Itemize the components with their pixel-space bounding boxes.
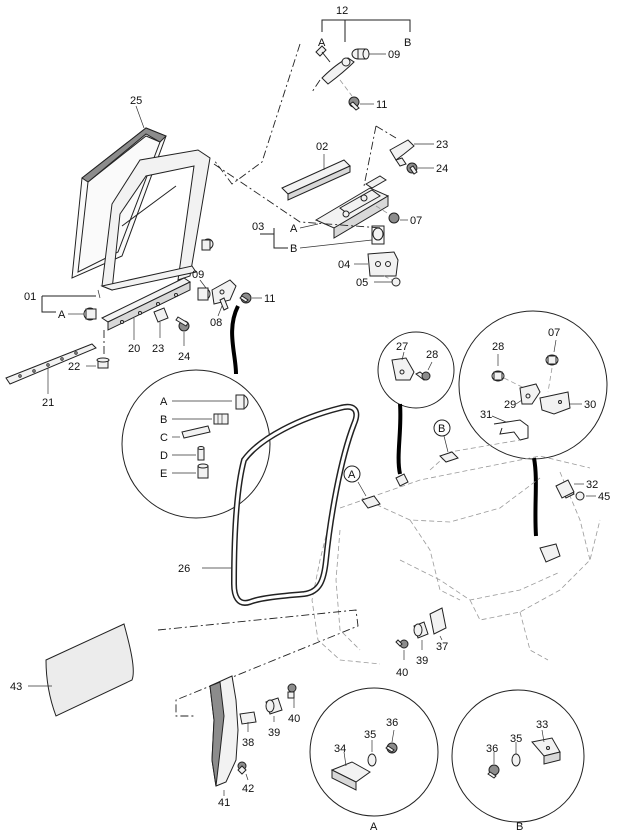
label-39-low: 39: [268, 727, 280, 739]
label-45: 45: [598, 491, 610, 503]
label-key-a: A: [160, 396, 168, 408]
label-a-top: A: [318, 37, 326, 49]
label-b-03: B: [290, 243, 297, 255]
label-35-b: 35: [510, 733, 522, 745]
label-40-mid: 40: [396, 667, 408, 679]
label-a-callout: A: [348, 469, 356, 481]
label-12: 12: [336, 5, 348, 17]
label-22: 22: [68, 361, 80, 373]
label-11-mid: 11: [264, 293, 275, 305]
label-key-c: C: [160, 432, 168, 444]
label-30: 30: [584, 399, 596, 411]
label-07-top: 07: [410, 215, 422, 227]
label-33: 33: [536, 719, 548, 731]
label-23-mid: 23: [152, 343, 164, 355]
cab-outline: [311, 439, 601, 665]
label-23-top: 23: [436, 139, 448, 151]
window-glass-25: 25: [71, 95, 167, 279]
label-31: 31: [480, 409, 492, 421]
clip-23-upper: 23 24: [363, 125, 448, 187]
label-29: 29: [504, 399, 516, 411]
label-11-top: 11: [376, 99, 387, 111]
label-28-left: 28: [426, 349, 438, 361]
panel-43: 43: [10, 623, 134, 717]
label-27: 27: [396, 341, 408, 353]
detail-circle-a: 34 35 36 A: [309, 687, 439, 833]
label-41: 41: [218, 797, 230, 809]
stopper-32: 32 45: [555, 479, 610, 503]
label-a-01: A: [58, 309, 66, 321]
frame-01: 01 A: [24, 149, 214, 321]
label-36-a: 36: [386, 717, 398, 729]
label-24-mid: 24: [178, 351, 190, 363]
label-37: 37: [436, 641, 448, 653]
mid-assembly-08: 09 08 11: [192, 269, 275, 329]
pillar-41: 41 38 39 40 42: [209, 675, 300, 809]
cab-latches: B A: [343, 419, 575, 563]
label-32: 32: [586, 479, 598, 491]
label-key-b: B: [160, 414, 167, 426]
strip-21: 22 21: [5, 330, 110, 409]
label-key-e: E: [160, 468, 167, 480]
label-01: 01: [24, 291, 36, 303]
detail-circle-b: 33 35 36 B: [451, 689, 585, 833]
hinge-37-group: 37 39 40: [395, 607, 448, 679]
label-35-a: 35: [364, 729, 376, 741]
label-24-top: 24: [436, 163, 448, 175]
label-a-03: A: [290, 223, 298, 235]
label-40-low: 40: [288, 713, 300, 725]
label-25: 25: [130, 95, 142, 107]
label-38: 38: [242, 737, 254, 749]
channel-20: 20 23 24: [100, 277, 192, 363]
label-07-right: 07: [548, 327, 560, 339]
label-05: 05: [356, 277, 368, 289]
slider-assembly-03: 03 A B 07: [252, 175, 422, 255]
label-09-top: 09: [388, 49, 400, 61]
label-28-right: 28: [492, 341, 504, 353]
label-a-detail: A: [370, 821, 378, 833]
label-b-callout: B: [438, 423, 445, 435]
detail-circle-30: 28 07 29 30 31: [458, 310, 608, 537]
label-34: 34: [334, 743, 346, 755]
bracket-04: 04 05: [338, 251, 401, 289]
label-b-detail: B: [516, 821, 523, 833]
label-b-top: B: [404, 37, 411, 49]
label-02: 02: [316, 141, 328, 153]
label-42: 42: [242, 783, 254, 795]
group-12-bracket: 12 A B 09 11: [315, 5, 411, 111]
label-21: 21: [42, 397, 54, 409]
hardware-key-circle: A B C D E: [121, 305, 271, 519]
door-seal-26: 26: [178, 403, 360, 606]
label-08: 08: [210, 317, 222, 329]
label-43: 43: [10, 681, 22, 693]
label-36-b: 36: [486, 743, 498, 755]
label-09-mid: 09: [192, 269, 204, 281]
label-key-d: D: [160, 450, 168, 462]
label-20: 20: [128, 343, 140, 355]
rail-02: 02: [281, 141, 351, 201]
label-03: 03: [252, 221, 264, 233]
label-26: 26: [178, 563, 190, 575]
label-04: 04: [338, 259, 350, 271]
label-39-mid: 39: [416, 655, 428, 667]
detail-circle-27: 27 28: [377, 331, 455, 475]
